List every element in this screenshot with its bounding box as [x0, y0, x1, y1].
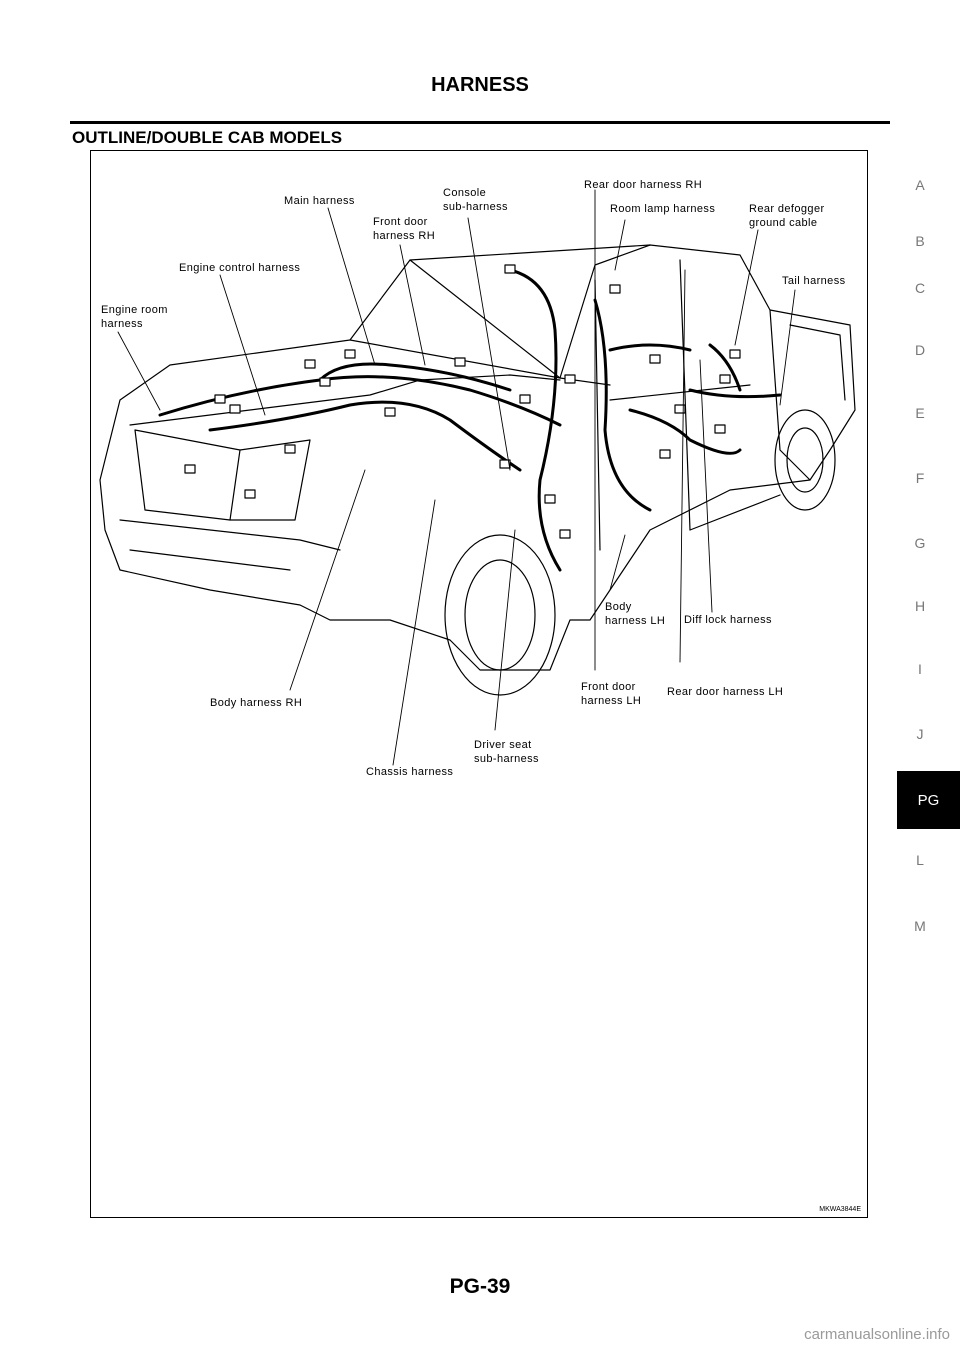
- page-number: PG-39: [449, 1275, 511, 1298]
- label-front-door-harness-lh: Front door harness LH: [581, 681, 642, 707]
- label-rear-door-harness-lh: Rear door harness LH: [667, 686, 784, 698]
- label-rear-defogger-ground-cable: Rear defogger ground cable: [749, 203, 825, 229]
- vehicle-harness-drawing: [99, 189, 856, 766]
- label-driver-seat-sub-harness: Driver seat sub-harness: [474, 739, 539, 765]
- label-diff-lock-harness: Diff lock harness: [684, 614, 772, 626]
- header-rule: [70, 121, 890, 124]
- label-body-harness-rh: Body harness RH: [210, 697, 303, 709]
- figure-frame: MKWA3844E: [90, 150, 868, 1218]
- tab-j[interactable]: J: [916, 726, 924, 742]
- label-tail-harness: Tail harness: [782, 275, 846, 287]
- label-console-sub-harness: Console sub-harness: [443, 187, 508, 213]
- tab-m[interactable]: M: [914, 918, 926, 934]
- page-header-title: HARNESS: [431, 74, 529, 96]
- tab-g[interactable]: G: [914, 535, 926, 551]
- label-front-door-harness-rh: Front door harness RH: [373, 216, 436, 242]
- label-body-harness-lh: Body harness LH: [605, 601, 666, 627]
- vehicle-body-outline: [99, 244, 856, 671]
- front-wheel: [444, 534, 556, 696]
- label-chassis-harness: Chassis harness: [366, 766, 454, 778]
- label-rear-door-harness-rh: Rear door harness RH: [584, 179, 703, 191]
- tab-i[interactable]: I: [918, 661, 922, 677]
- tab-pg-active[interactable]: PG: [897, 771, 960, 829]
- watermark: carmanualsonline.info: [804, 1326, 950, 1343]
- tab-d[interactable]: D: [914, 342, 926, 358]
- tab-f[interactable]: F: [915, 470, 925, 486]
- section-title: OUTLINE/DOUBLE CAB MODELS: [72, 128, 343, 147]
- figure-code: MKWA3844E: [819, 1206, 861, 1213]
- tab-a[interactable]: A: [915, 177, 925, 193]
- rear-wheel: [774, 409, 836, 511]
- tab-c[interactable]: C: [914, 280, 926, 296]
- tab-h[interactable]: H: [914, 598, 926, 614]
- tab-l[interactable]: L: [916, 852, 924, 868]
- label-room-lamp-harness: Room lamp harness: [610, 203, 716, 215]
- label-main-harness: Main harness: [284, 195, 355, 207]
- tab-e[interactable]: E: [915, 405, 925, 421]
- label-engine-room-harness: Engine room harness: [101, 304, 168, 330]
- grille: [134, 429, 241, 521]
- label-engine-control-harness: Engine control harness: [179, 262, 301, 274]
- tab-b[interactable]: B: [915, 233, 925, 249]
